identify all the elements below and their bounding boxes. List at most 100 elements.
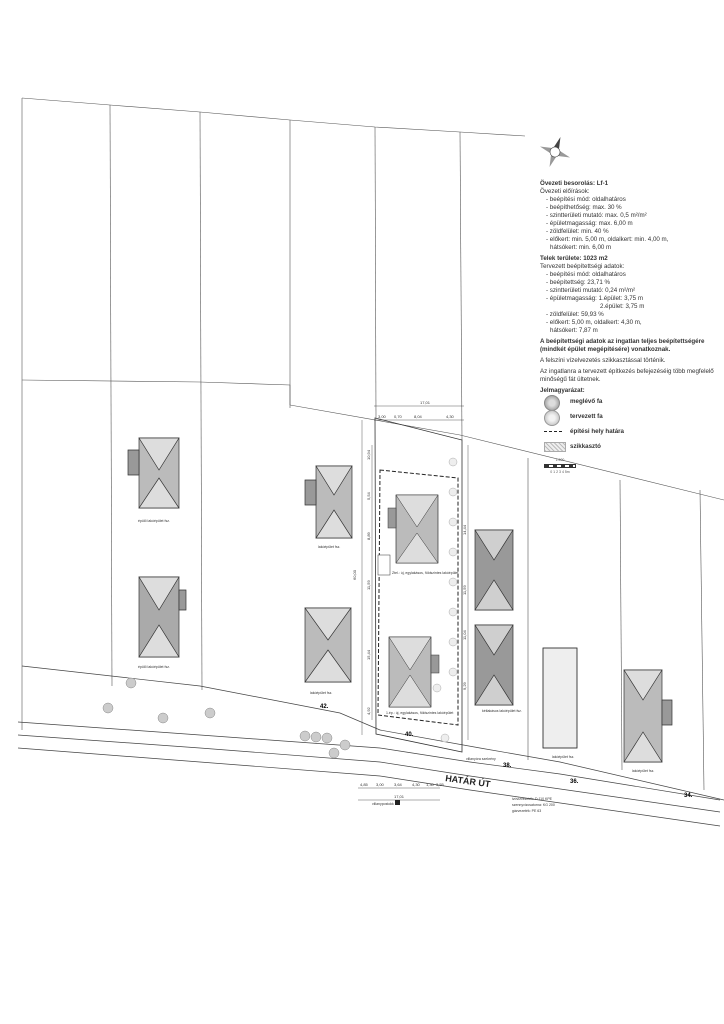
- dim-top-3: 4,30: [446, 414, 455, 419]
- plot-building-1: [387, 494, 439, 564]
- dim-total-top: 17,01: [420, 400, 431, 405]
- dim-top-1: 0,70: [394, 414, 403, 419]
- street-name: HATÁR ÚT: [445, 772, 492, 789]
- dimension-lines: [358, 405, 469, 801]
- label-house-west-upper: épülő lakóépület fsz.: [138, 519, 170, 523]
- lot-lines: [21, 97, 724, 791]
- plot-trees: [432, 457, 458, 743]
- dim-right-2: 11,04: [462, 630, 467, 640]
- dim-right-0: 14,44: [462, 524, 467, 535]
- lot-divider-5: [374, 126, 377, 419]
- dim-left-4: 15,44: [366, 649, 371, 660]
- rule-2: - beépíthetőség: max. 30 %: [546, 204, 622, 211]
- planned-5: 2.épület: 3,75 m: [600, 303, 645, 310]
- legend-label: építési hely határa: [570, 428, 624, 435]
- building-area-boundary: [377, 469, 459, 726]
- house-34: [623, 669, 673, 763]
- dim-bottom-1: 3,00: [376, 782, 385, 787]
- subject-plot: [374, 417, 463, 753]
- dimension-texts: 17,01 3,00 0,70 8,04 4,30 60,00 10,94 5,54 8,89 1…: [352, 400, 467, 799]
- top-boundary: [21, 97, 526, 137]
- legend-item-planned-tree: tervezett fa: [540, 410, 720, 426]
- label-meter: villanyóra szekrény: [466, 757, 496, 761]
- dim-depth: 60,00: [352, 569, 357, 580]
- dim-right-3: 9,29: [462, 681, 467, 690]
- rule-6: - előkert: min. 5,00 m, oldalkert: min. …: [546, 236, 669, 243]
- dim-top-2: 8,04: [414, 414, 423, 419]
- legend-label: meglévő fa: [570, 398, 603, 405]
- lot-divider-3: [199, 111, 203, 691]
- twin-house: [474, 529, 514, 706]
- dim-left-0: 10,94: [366, 449, 371, 460]
- planned-heading: Tervezett beépítettségi adatok:: [540, 263, 625, 270]
- dim-left-1: 5,54: [366, 491, 371, 500]
- dim-bottom-3: 4,30: [412, 782, 421, 787]
- house-west-upper: [127, 437, 180, 509]
- planned-7: - előkert: 5,00 m, oldalkert: 4,30 m,: [546, 319, 642, 326]
- rule-3: - szintterületi mutató: max. 0,5 m²/m²: [546, 212, 647, 219]
- plot-building-2: [388, 636, 440, 708]
- house-north-left: [304, 465, 353, 539]
- house-36: [542, 647, 578, 749]
- house-south-left: [304, 607, 352, 683]
- info-panel: Övezeti besorolás: Lf-1 Övezeti előíráso…: [540, 180, 720, 455]
- mid-boundary: [21, 379, 291, 405]
- scale-bar: 1:500 0 1 2 3 4 5m: [540, 458, 580, 474]
- note-1: A felszíni vízelvezetés szikkasztással t…: [540, 357, 666, 364]
- label-house-36: lakóépület fsz.: [552, 755, 574, 759]
- dim-bottom-2: 3,64: [394, 782, 403, 787]
- dim-total-bottom: 17,01: [394, 794, 405, 799]
- dim-bottom-5: 3,55: [436, 782, 445, 787]
- scale-ticks: 0 1 2 3 4 5m: [550, 470, 570, 474]
- street-lines: [17, 665, 724, 827]
- dim-left-2: 8,89: [366, 531, 371, 540]
- house-number-42: 42.: [320, 704, 329, 710]
- label-house-west-lower: épülő lakóépület fsz.: [138, 665, 170, 669]
- dim-bottom-4: 1,30: [426, 782, 435, 787]
- gravel-pattern-icon: [544, 442, 566, 452]
- diag-boundary: [289, 404, 724, 501]
- label-house-34: lakóépület fsz.: [632, 769, 654, 773]
- legend-label: szikkasztó: [570, 443, 601, 450]
- label-plot-building-2: 1.ép.: új, egylakásos, földszintes lakóé…: [386, 711, 453, 715]
- dim-left-3: 11,59: [366, 580, 371, 590]
- house-number-40: 40.: [405, 732, 414, 738]
- neighbour-buildings: [127, 437, 673, 763]
- legend-title: Jelmagyarázat:: [540, 387, 585, 394]
- label-notes-bottom-2: gázvezeték: PE 63: [512, 809, 541, 813]
- dim-bottom-0: 4,85: [360, 782, 369, 787]
- dashed-line-icon: [544, 431, 562, 432]
- lot-divider-8: [619, 479, 623, 771]
- house-west-lower: [138, 576, 187, 658]
- scale-ratio: 1:500: [555, 458, 565, 462]
- house-number-36: 36.: [570, 779, 579, 785]
- rule-5: - zöldfelület: min. 40 %: [546, 228, 609, 235]
- house-number-38: 38.: [503, 763, 512, 769]
- street-trees: [102, 677, 351, 759]
- lot-divider-9: [699, 489, 705, 791]
- label-plot-building-1: Ztel.: új, egylakásos, földszintes lakóé…: [392, 571, 458, 575]
- rule-4: - épületmagasság: max. 6,00 m: [546, 220, 633, 227]
- legend-item-gravel: szikkasztó: [540, 440, 720, 455]
- meter-box-icon: [395, 800, 400, 805]
- planned-4: - épületmagasság: 1.épület: 3,75 m: [546, 295, 643, 302]
- note-2: Az ingatlanra a tervezett építkezés befe…: [540, 368, 714, 383]
- planned-1: - beépítési mód: oldalhatáros: [546, 271, 626, 278]
- existing-tree-icon: [544, 395, 560, 411]
- rule-7: hátsókert: min. 6,00 m: [550, 244, 612, 251]
- legend-label: tervezett fa: [570, 413, 603, 420]
- label-notes-bottom-0: ivóvízvezeték: D 110 KPE: [512, 797, 553, 801]
- lot-divider-2: [109, 104, 113, 687]
- north-arrow-icon: [539, 136, 571, 168]
- plot-area: Telek területe: 1023 m2: [540, 255, 608, 262]
- rules-heading: Övezeti előírások:: [540, 188, 590, 195]
- lot-divider-6: [459, 131, 463, 441]
- rule-1: - beépítési mód: oldalhatáros: [546, 196, 626, 203]
- scale-bar-graphic: [544, 464, 576, 468]
- planned-8: hátsókert: 7,87 m: [550, 327, 598, 334]
- legend-item-existing-tree: meglévő fa: [540, 395, 720, 411]
- planned-6: - zöldfelület: 59,93 %: [546, 311, 604, 318]
- label-gas: villanypostokk: [372, 802, 394, 806]
- legend-item-building-limit: építési hely határa: [540, 425, 720, 440]
